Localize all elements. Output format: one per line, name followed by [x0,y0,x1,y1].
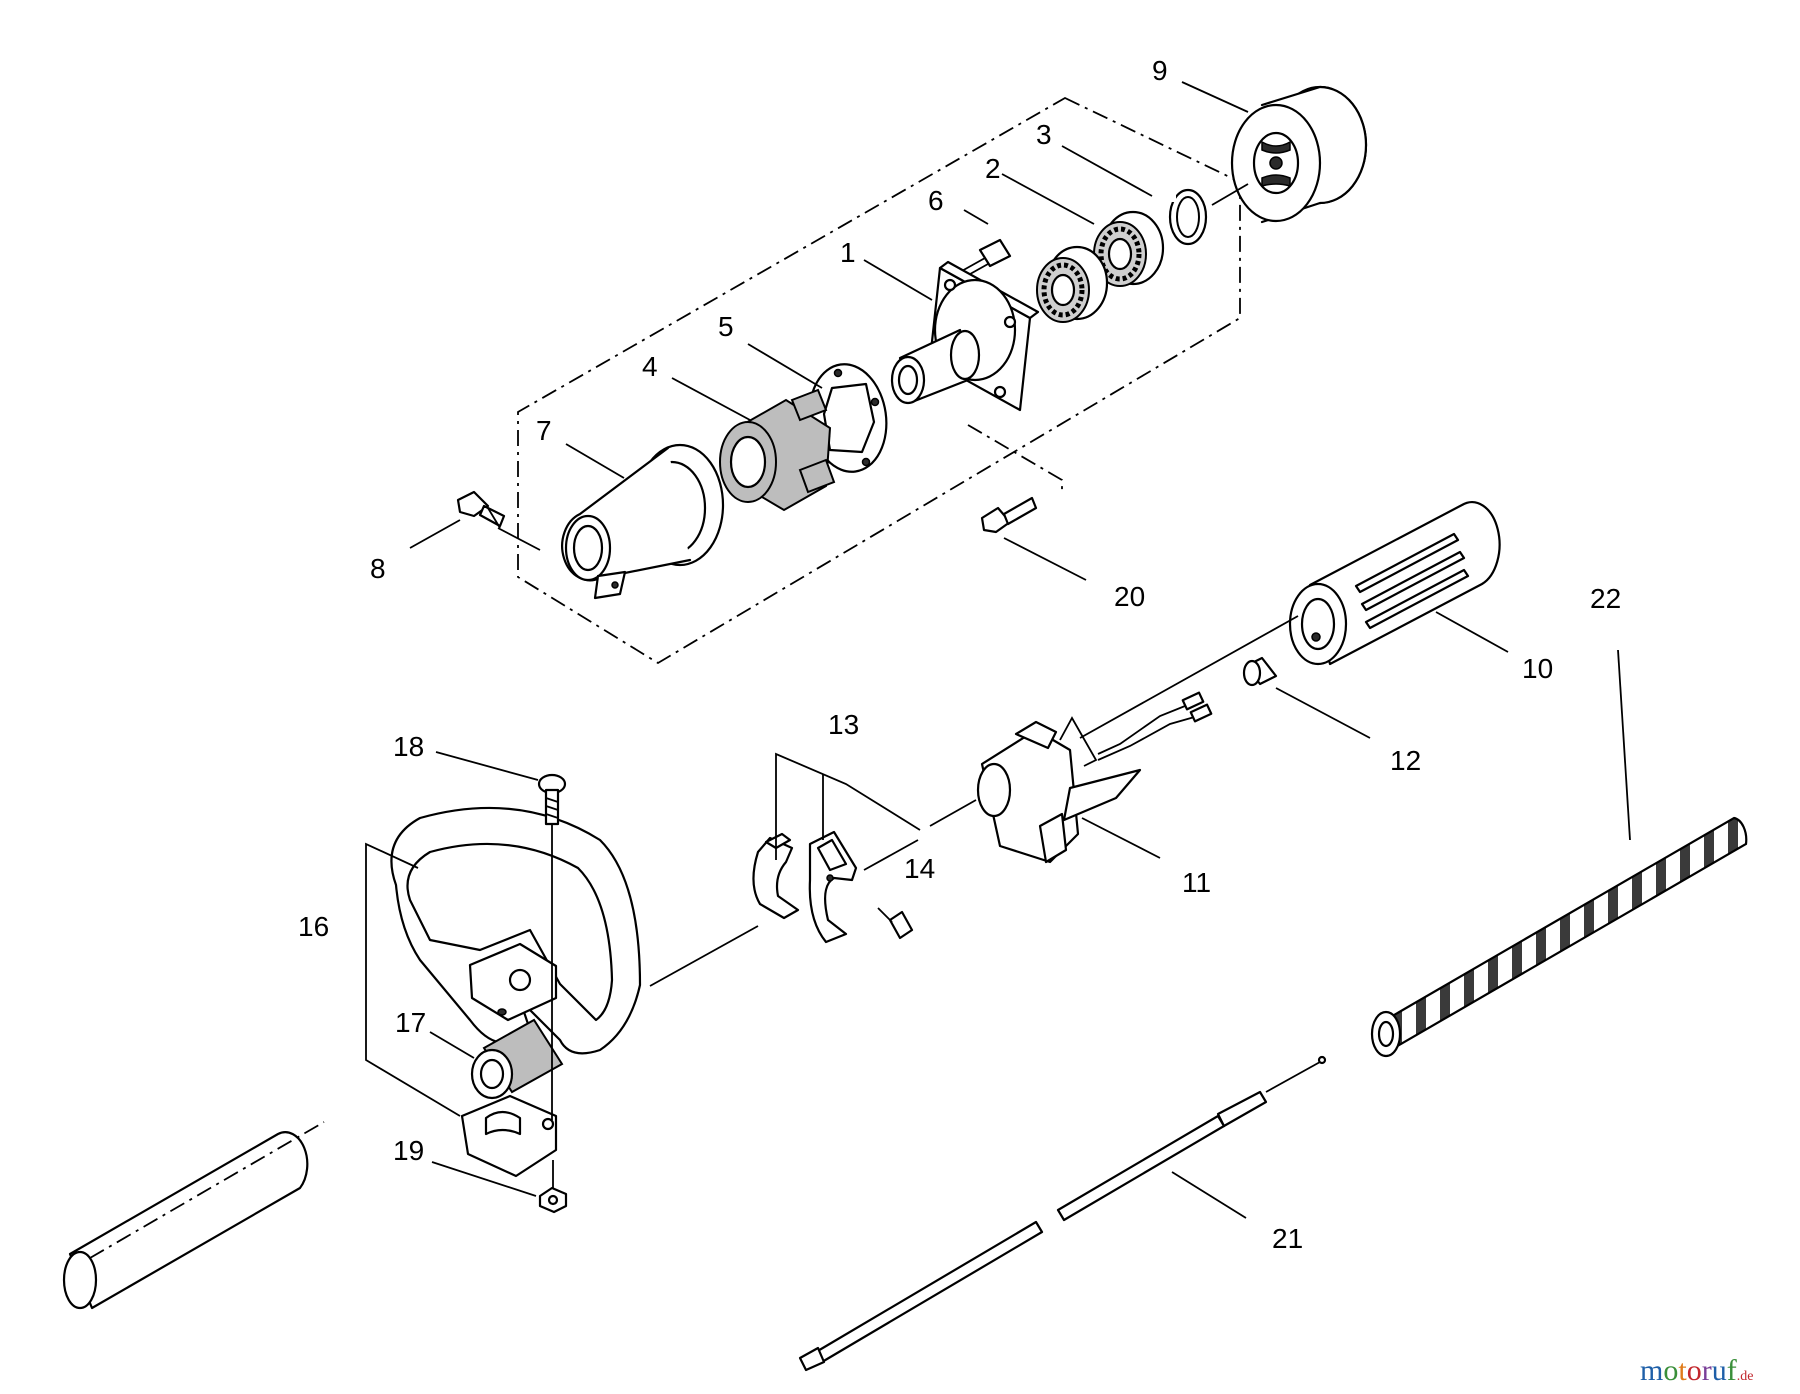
bracket-13 [775,752,921,860]
watermark-letter: r [1702,1354,1712,1387]
axis-line-gearhead [497,527,541,551]
callout-19: 19 [393,1135,424,1166]
callout-4: 4 [642,351,658,382]
axis-line-throttle [929,799,977,827]
callout-14: 14 [904,853,935,884]
part-4-coupling [719,388,836,512]
main-pipe [62,1131,309,1310]
part-21-shaft [798,1055,1327,1372]
part-8-bolt [456,490,506,529]
watermark-logo: motoruf.de [1640,1354,1753,1387]
watermark-letter: u [1712,1354,1727,1387]
callout-11: 11 [1182,867,1211,898]
axis-line-pipe [89,1121,325,1259]
watermark-letter: o [1687,1354,1702,1387]
part-17-sleeve [470,1018,564,1100]
part-2-bearing-second [1036,245,1109,323]
callout-6: 6 [928,185,944,216]
part-10-grip [1288,501,1501,666]
watermark-text: motoruf [1640,1354,1737,1387]
watermark-letter: t [1678,1354,1687,1387]
watermark-letter: f [1727,1354,1737,1387]
callout-2: 2 [985,153,1001,184]
part-16-lower-clamp [460,1094,558,1178]
axis-line-drum [1211,183,1249,206]
callout-7: 7 [536,415,552,446]
part-9-drum [1230,85,1368,224]
leader-lines [409,81,1631,1219]
part-19-nut [538,1160,568,1214]
gearhead-group-outline [517,96,1241,665]
callout-8: 8 [370,553,386,584]
axis-line-grip [1079,615,1299,739]
part-18-screw [537,773,567,1120]
callout-10: 10 [1522,653,1553,684]
watermark-suffix: .de [1737,1369,1754,1384]
callout-20: 20 [1114,581,1145,612]
axis-line-handle [649,925,759,987]
callout-5: 5 [718,311,734,342]
callout-9: 9 [1152,55,1168,86]
part-14-screw [877,907,914,940]
callout-13: 13 [828,709,859,740]
part-3-snap-ring [1168,188,1208,246]
part-22-liner [1370,816,1748,1058]
bolt-20-bracket [967,424,1063,490]
bracket-16 [365,842,461,1117]
callout-16: 16 [298,911,329,942]
bracket-14 [863,839,919,871]
callout-12: 12 [1390,745,1421,776]
callout-3: 3 [1036,119,1052,150]
watermark-letter: o [1663,1354,1678,1387]
part-20-bolt [980,496,1038,534]
watermark-letter: m [1640,1354,1663,1387]
callout-18: 18 [393,731,424,762]
part-14-clip [808,830,858,944]
callout-21: 21 [1272,1223,1303,1254]
part-12-sleeve [1242,656,1278,687]
callout-22: 22 [1590,583,1621,614]
callout-17: 17 [395,1007,426,1038]
callout-1: 1 [840,237,856,268]
part-2-bearing [1093,210,1165,287]
part-7-cone [561,443,725,600]
part-1-housing [890,260,1040,412]
part-11-throttle [976,691,1213,864]
part-16-handle [390,806,642,1055]
